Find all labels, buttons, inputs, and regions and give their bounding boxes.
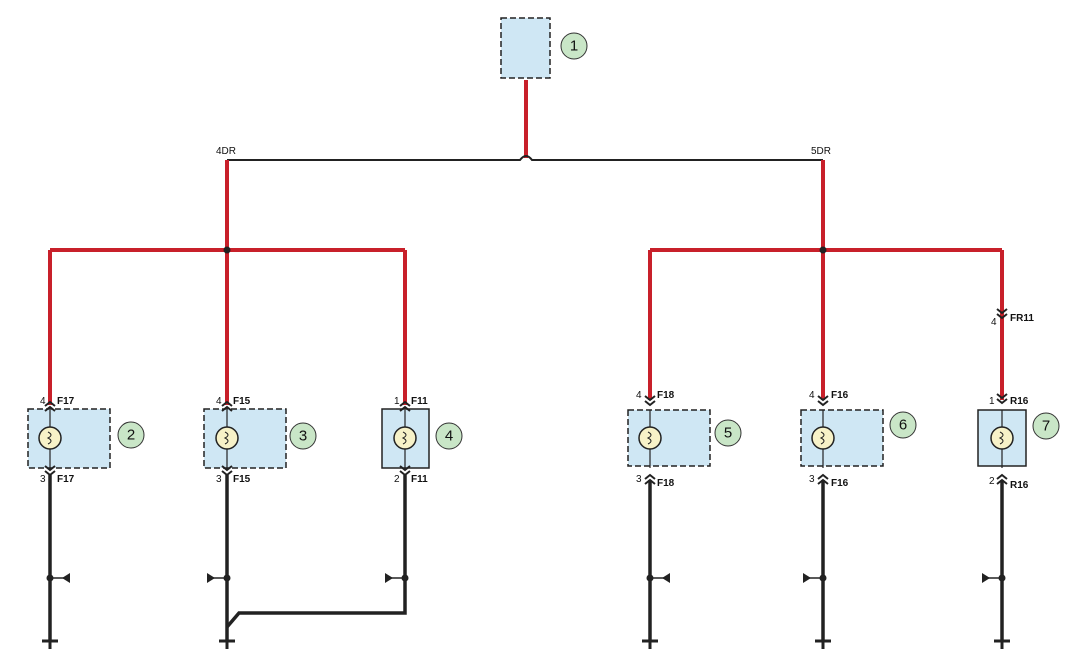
filament-icon-6 [819,431,825,445]
connector-icon-2-top [44,400,56,412]
conn-label-7-bot: R16 [1010,480,1029,491]
pin-label-6-top: 4 [809,390,815,401]
shield-splice-3 [207,573,231,583]
callout-number-5: 5 [724,425,732,442]
shield-splice-7 [982,573,1006,583]
conn-label-5-bot: F18 [657,478,675,489]
splice-right [819,246,827,254]
connector-icon-6-top [817,395,829,407]
pin-label-4-top: 1 [394,396,400,407]
pin-label-3-bot: 3 [216,474,222,485]
ground-icon-6 [815,639,831,649]
pin-label-inline: 4 [991,317,997,328]
conn-label-4-top: F11 [411,396,428,407]
callout-circle-5 [714,419,742,447]
conn-label-2-bot: F17 [57,474,75,485]
connector-icon-2-bot [44,465,56,477]
connector-icon-4-bot [399,465,411,477]
conn-label-6-bot: F16 [831,478,849,489]
connector-icon-4-top [399,400,411,412]
callout-circle-1 [560,32,588,60]
bulb-icon-5 [638,426,662,450]
conn-label-5-top: F18 [657,390,675,401]
callout-number-1: 1 [570,38,578,55]
pin-label-6-bot: 3 [809,474,815,485]
shield-splice-4 [385,573,409,583]
pin-label-5-bot: 3 [636,474,642,485]
conn-label-inline: FR11 [1010,313,1034,324]
filament-icon-5 [646,431,652,445]
connector-icon-5-top [644,395,656,407]
splice-left [223,246,231,254]
connector-icon-6-bot [817,473,829,485]
ground-wire-4 [225,475,407,629]
conn-label-4-bot: F11 [411,474,428,485]
connector-icon-7-top [996,393,1008,405]
conn-label-2-top: F17 [57,396,75,407]
filament-icon-3 [223,431,229,445]
ground-icon-5 [642,639,658,649]
pin-label-2-top: 4 [40,396,46,407]
pin-label-2-bot: 3 [40,474,46,485]
callout-circle-7 [1032,412,1060,440]
callout-number-3: 3 [299,428,307,445]
filament-icon-4 [401,431,407,445]
callout-number-2: 2 [127,427,135,444]
module-1 [500,17,551,79]
bulb-icon-7 [990,426,1014,450]
callout-number-7: 7 [1042,418,1050,435]
connector-icon-inline [996,308,1008,320]
shield-splice-5 [646,573,670,583]
ground-icon-7 [994,639,1010,649]
callout-number-6: 6 [899,417,907,434]
pin-label-4-bot: 2 [394,474,400,485]
conn-label-3-top: F15 [233,396,251,407]
pin-label-7-top: 1 [989,396,995,407]
pin-label-3-top: 4 [216,396,222,407]
pin-label-5-top: 4 [636,390,642,401]
conn-label-6-top: F16 [831,390,849,401]
variant-label-left: 4DR [216,146,236,157]
ground-icon-3 [219,639,235,649]
callout-circle-2 [117,421,145,449]
callout-number-4: 4 [445,428,453,445]
callout-circle-6 [889,411,917,439]
conn-label-3-bot: F15 [233,474,251,485]
conn-label-7-top: R16 [1010,396,1029,407]
shield-splice-6 [803,573,827,583]
bulb-icon-4 [393,426,417,450]
connector-icon-5-bot [644,473,656,485]
filament-icon-2 [46,431,52,445]
bulb-icon-6 [811,426,835,450]
pin-label-7-bot: 2 [989,476,995,487]
variant-bus [227,155,823,161]
bulb-icon-3 [215,426,239,450]
connector-icon-3-top [221,400,233,412]
connector-icon-7-bot [996,473,1008,485]
connector-icon-3-bot [221,465,233,477]
shield-splice-2 [46,573,70,583]
callout-circle-3 [289,422,317,450]
callout-circle-4 [435,422,463,450]
bulb-icon-2 [38,426,62,450]
ground-icon-2 [42,639,58,649]
variant-label-right: 5DR [811,146,831,157]
filament-icon-7 [998,431,1004,445]
